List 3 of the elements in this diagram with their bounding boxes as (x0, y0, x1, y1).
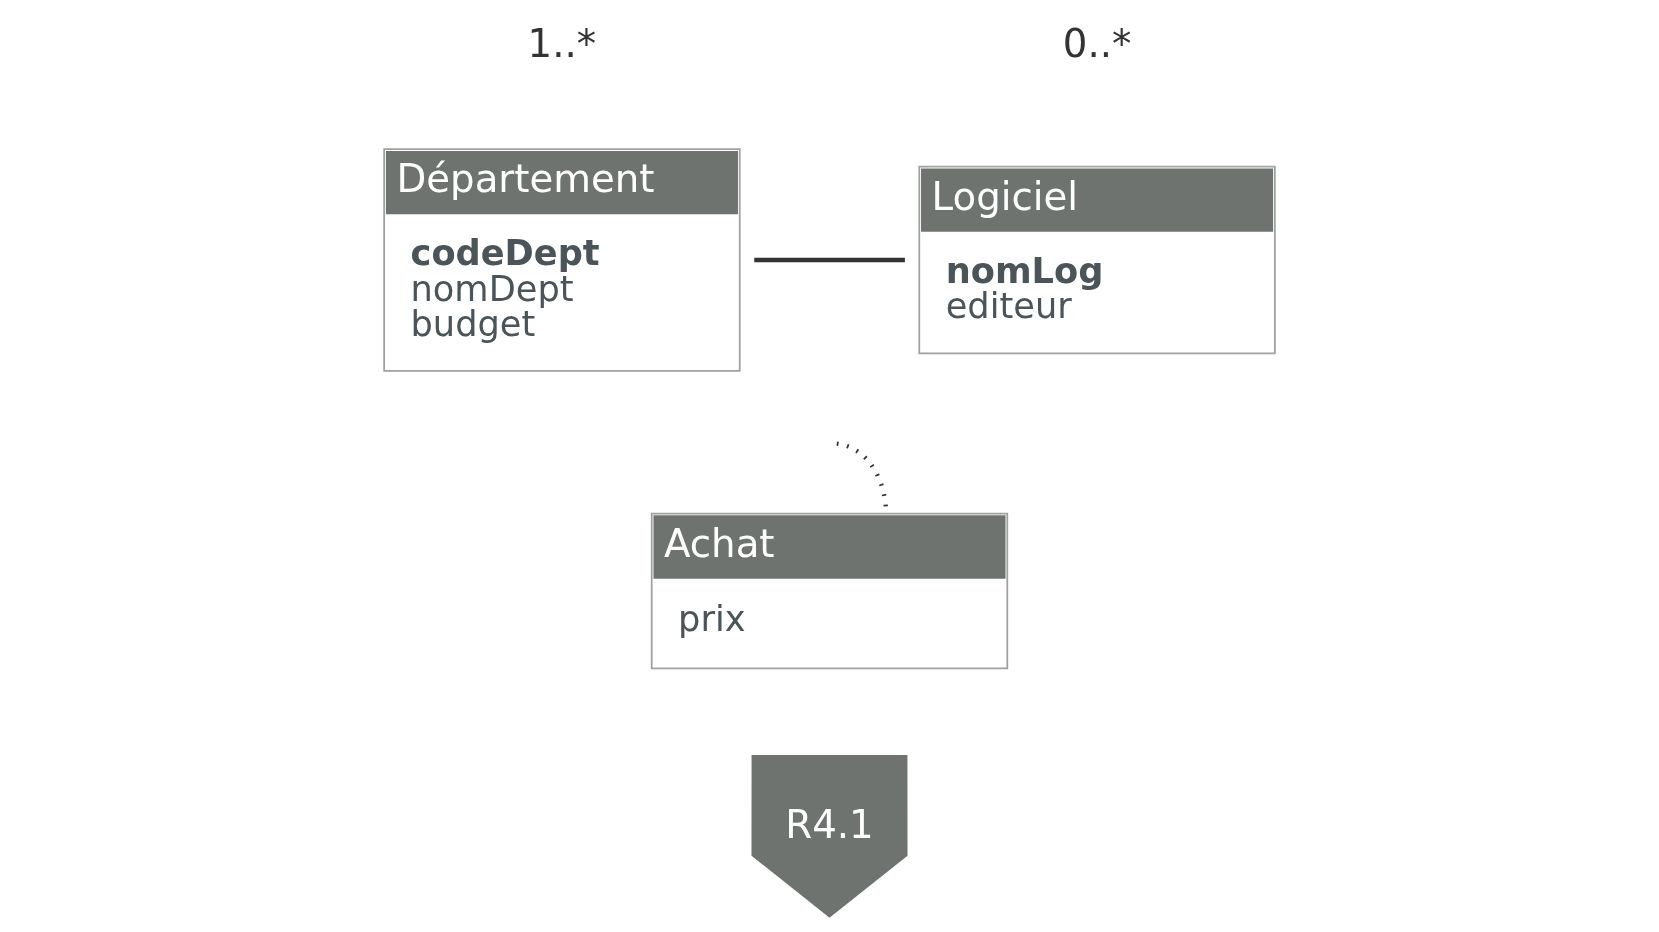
label: 0..* (1062, 20, 1132, 66)
connector (754, 257, 905, 263)
label: 1..* (527, 20, 597, 66)
